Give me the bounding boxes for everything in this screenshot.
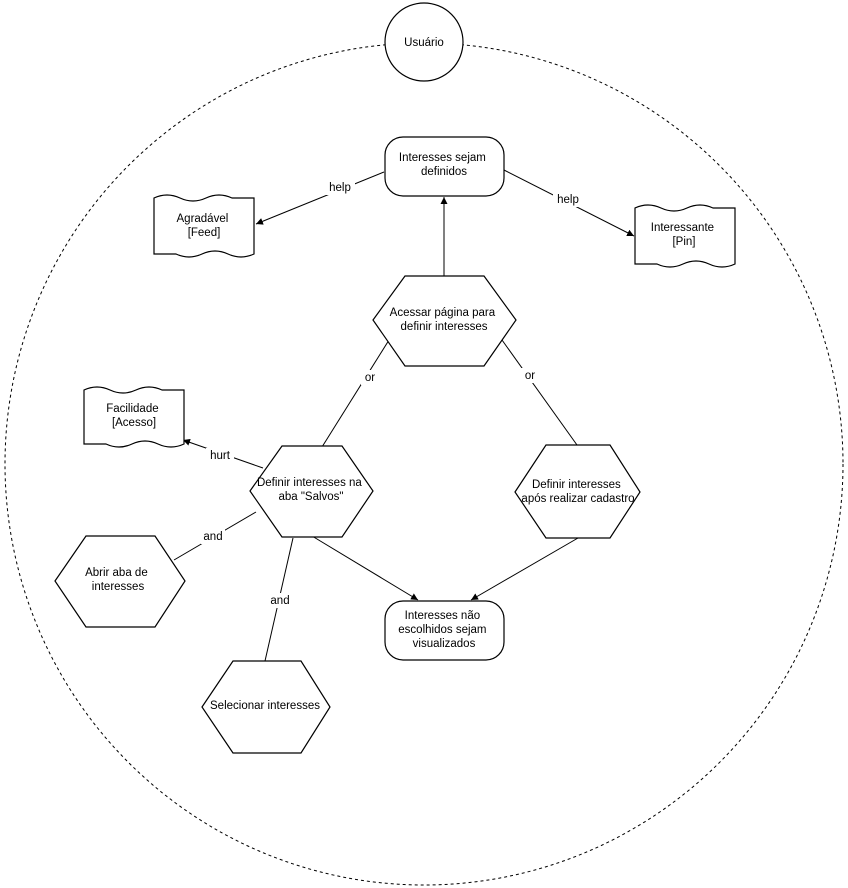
link-label-or-left: or <box>361 370 379 385</box>
node-label-line: [Pin] <box>672 236 695 248</box>
actor-boundary <box>4 42 844 886</box>
node-label-line: Facilidade <box>106 403 158 415</box>
node-label-line: definir interesses <box>401 321 488 333</box>
node-label-line: Interessante <box>651 222 714 234</box>
softgoal-agradavel-feed[interactable]: Agradável [Feed] <box>153 194 255 258</box>
node-label-line: Definir interesses <box>532 479 621 491</box>
link-label-text: help <box>557 194 579 206</box>
node-label: Interesses sejam definidos <box>399 152 489 178</box>
node-label-line: visualizados <box>413 638 476 650</box>
node-label-line: Interesses sejam <box>399 152 486 164</box>
node-label: Definir interesses na aba "Salvos" <box>257 477 365 503</box>
softgoal-facilidade-acesso[interactable]: Facilidade [Acesso] <box>83 386 185 448</box>
node-label-line: após realizar cadastro <box>521 493 634 505</box>
link-label-or-right: or <box>521 368 539 383</box>
link-label-help-pin: help <box>553 192 583 207</box>
softgoal-interessante-pin[interactable]: Interessante [Pin] <box>634 204 736 268</box>
task-selecionar-interesses[interactable]: Selecionar interesses <box>201 660 331 754</box>
node-label-line: aba "Salvos" <box>278 491 343 503</box>
node-label-line: [Feed] <box>188 227 221 239</box>
link-label-and-open-tab: and <box>201 529 225 544</box>
link-label-text: help <box>329 182 351 194</box>
link-or-right <box>501 339 578 446</box>
node-label-line: definidos <box>421 166 467 178</box>
task-acessar-pagina[interactable]: Acessar página para definir interesses <box>372 275 517 367</box>
link-label-text: or <box>525 370 535 382</box>
link-saved-to-not-chosen <box>311 535 419 601</box>
goal-interesses-sejam-definidos[interactable]: Interesses sejam definidos <box>384 136 505 197</box>
node-label: Interessante [Pin] <box>651 222 718 248</box>
node-label-line: Interesses não <box>405 610 480 622</box>
node-label: Selecionar interesses <box>210 700 320 712</box>
task-definir-interesses-cadastro[interactable]: Definir interesses após realizar cadastr… <box>514 444 641 539</box>
goal-interesses-nao-escolhidos[interactable]: Interesses não escolhidos sejam visualiz… <box>384 600 505 661</box>
node-label: Agradável [Feed] <box>177 213 232 239</box>
task-definir-interesses-salvos[interactable]: Definir interesses na aba "Salvos" <box>249 445 374 538</box>
node-label-line: Definir interesses na <box>257 477 362 489</box>
node-label-line: escolhidos sejam <box>398 624 486 636</box>
link-label-help-feed: help <box>325 180 355 195</box>
node-label-line: [Acesso] <box>112 417 156 429</box>
link-label-hurt: hurt <box>206 448 234 463</box>
node-label-line: interesses <box>92 581 145 593</box>
actor-usuario[interactable]: Usuário <box>384 2 464 82</box>
task-abrir-aba-interesses[interactable]: Abrir aba de interesses <box>54 535 186 628</box>
node-label: Definir interesses após realizar cadastr… <box>521 479 634 505</box>
link-or-left <box>321 339 390 448</box>
link-label-text: or <box>365 372 375 384</box>
node-label-line: Acessar página para <box>390 307 496 319</box>
link-label-text: and <box>270 595 289 607</box>
node-label: Acessar página para definir interesses <box>390 307 499 333</box>
node-label-line: Abrir aba de <box>85 567 148 579</box>
node-label-line: Agradável <box>177 213 229 225</box>
link-label-text: hurt <box>210 450 231 462</box>
link-signup-to-not-chosen <box>470 537 579 601</box>
link-help-feed <box>255 171 385 225</box>
link-label-text: and <box>203 531 222 543</box>
node-label: Facilidade [Acesso] <box>106 403 162 429</box>
actor-label: Usuário <box>404 37 444 49</box>
link-label-and-select: and <box>268 593 292 608</box>
node-label: Abrir aba de interesses <box>85 567 151 593</box>
node-label: Interesses não escolhidos sejam visualiz… <box>398 610 489 650</box>
